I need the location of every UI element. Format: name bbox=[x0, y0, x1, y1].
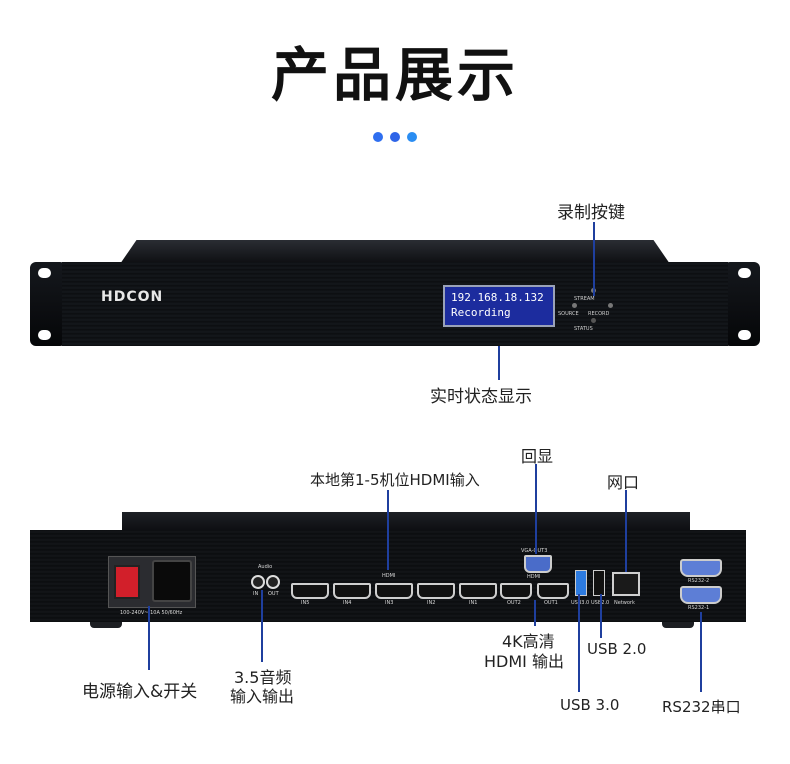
hdmi-in2-label: IN2 bbox=[427, 600, 436, 606]
power-spec-label: 100-240V~ 10A 50/60Hz bbox=[120, 610, 183, 616]
callout-hdmi-out-line2: HDMI 输出 bbox=[484, 652, 564, 671]
callout-line bbox=[387, 490, 389, 570]
left-rack-ear bbox=[30, 262, 66, 346]
source-button[interactable] bbox=[572, 303, 577, 308]
hdmi-in5-label: IN5 bbox=[301, 600, 310, 606]
callout-hdmi-inputs: 本地第1-5机位HDMI输入 bbox=[310, 471, 480, 489]
audio-in-jack[interactable] bbox=[251, 575, 265, 589]
callout-power: 电源输入&开关 bbox=[82, 682, 198, 702]
callout-usb2: USB 2.0 bbox=[587, 640, 647, 658]
right-rack-ear bbox=[724, 262, 760, 346]
callout-audio-line2: 输入输出 bbox=[230, 687, 295, 706]
callout-network: 网口 bbox=[607, 473, 640, 492]
vga-out-port[interactable] bbox=[524, 555, 552, 573]
hdmi-in-title: HDMI bbox=[382, 573, 396, 579]
hdmi-out1-port[interactable] bbox=[537, 583, 569, 599]
callout-record-buttons: 录制按键 bbox=[557, 203, 625, 223]
callout-line bbox=[593, 222, 595, 296]
usb3-port[interactable] bbox=[575, 570, 587, 596]
rear-chassis-top bbox=[122, 512, 690, 532]
hdmi-in4-label: IN4 bbox=[343, 600, 352, 606]
vga-label: VGA-OUT3 bbox=[521, 548, 547, 554]
stream-button-label: STREAM bbox=[574, 296, 595, 302]
rs232-1-label: RS232-1 bbox=[688, 605, 710, 611]
brand-logo: HDCON bbox=[101, 289, 164, 305]
dot bbox=[390, 132, 400, 142]
dot bbox=[407, 132, 417, 142]
record-button[interactable] bbox=[608, 303, 613, 308]
hdmi-in5-port[interactable] bbox=[291, 583, 329, 599]
mount-hole bbox=[738, 268, 751, 278]
hdmi-out1-label: OUT1 bbox=[544, 600, 558, 606]
front-chassis-top bbox=[120, 240, 670, 264]
front-panel bbox=[62, 262, 728, 346]
hdmi-in3-port[interactable] bbox=[375, 583, 413, 599]
audio-out-jack[interactable] bbox=[266, 575, 280, 589]
network-port[interactable] bbox=[612, 572, 640, 596]
mount-hole bbox=[738, 330, 751, 340]
mount-hole bbox=[38, 268, 51, 278]
hdmi-in4-port[interactable] bbox=[333, 583, 371, 599]
lcd-status-display: 192.168.18.132 Recording bbox=[443, 285, 555, 327]
lcd-ip-text: 192.168.18.132 bbox=[451, 291, 544, 304]
callout-rs232: RS232串口 bbox=[662, 698, 741, 716]
hdmi-in2-port[interactable] bbox=[417, 583, 455, 599]
callout-line bbox=[600, 594, 602, 638]
audio-title: Audio bbox=[258, 564, 273, 570]
audio-in-label: IN bbox=[253, 591, 259, 597]
callout-line bbox=[578, 594, 580, 692]
lcd-status-text: Recording bbox=[451, 306, 511, 319]
hdmi-in1-port[interactable] bbox=[459, 583, 497, 599]
source-button-label: SOURCE bbox=[558, 311, 579, 317]
callout-status-display: 实时状态显示 bbox=[430, 387, 532, 407]
callout-hdmi-out-line1: 4K高清 bbox=[502, 632, 555, 651]
hdmi-out2-label: OUT2 bbox=[507, 600, 521, 606]
callout-audio-line1: 3.5音频 bbox=[234, 668, 292, 687]
callout-line bbox=[534, 600, 536, 626]
page-title: 产品展示 bbox=[270, 41, 519, 109]
callout-line bbox=[535, 464, 537, 554]
status-led bbox=[591, 318, 596, 323]
callout-line bbox=[498, 346, 500, 380]
hdmi-in3-label: IN3 bbox=[385, 600, 394, 606]
dot bbox=[373, 132, 383, 142]
record-button-label: RECORD bbox=[588, 311, 610, 317]
callout-loopback: 回显 bbox=[521, 447, 554, 466]
callout-line bbox=[261, 590, 263, 662]
hdmi-out-title: HDMI bbox=[527, 574, 541, 580]
network-port-label: Network bbox=[614, 600, 635, 606]
usb2-port[interactable] bbox=[593, 570, 605, 596]
usb3-port-label: USB3.0 bbox=[571, 600, 590, 606]
rs232-2-port[interactable] bbox=[680, 559, 722, 577]
hdmi-in1-label: IN1 bbox=[469, 600, 478, 606]
audio-out-label: OUT bbox=[268, 591, 279, 597]
rs232-1-port[interactable] bbox=[680, 586, 722, 604]
power-switch[interactable] bbox=[114, 565, 140, 599]
status-led-label: STATUS bbox=[574, 326, 593, 332]
hdmi-out2-port[interactable] bbox=[500, 583, 532, 599]
callout-line bbox=[148, 606, 150, 670]
device-foot bbox=[662, 622, 694, 628]
device-foot bbox=[90, 622, 122, 628]
callout-line bbox=[700, 612, 702, 692]
power-inlet[interactable] bbox=[152, 560, 192, 602]
rs232-2-label: RS232-2 bbox=[688, 578, 710, 584]
mount-hole bbox=[38, 330, 51, 340]
callout-usb3: USB 3.0 bbox=[560, 696, 620, 714]
decorative-dots bbox=[373, 132, 417, 142]
callout-line bbox=[625, 490, 627, 572]
